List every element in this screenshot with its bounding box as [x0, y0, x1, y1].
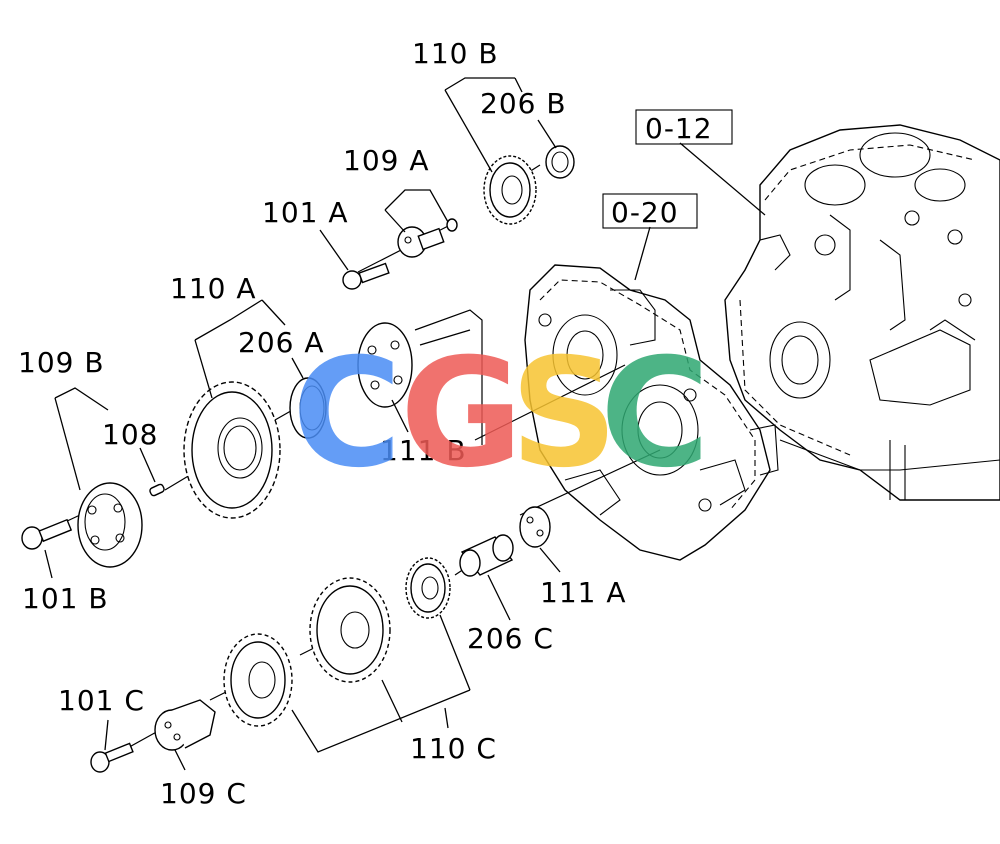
watermark-letter-2: G: [400, 327, 523, 501]
ref-0-12: 0-12: [635, 109, 733, 145]
label-110c: 110 C: [410, 732, 497, 765]
washer-111a: [519, 506, 551, 548]
label-109c: 109 C: [160, 777, 247, 810]
label-101b: 101 B: [22, 582, 109, 615]
leader-lines: [44, 77, 766, 771]
label-206b: 206 B: [480, 87, 567, 120]
pin-108: [149, 483, 165, 497]
bolt-101c: [90, 742, 134, 773]
gear-110a: [183, 381, 281, 519]
engine-block: [724, 124, 1000, 501]
part-labels: 110 B 206 B 109 A 101 A 110 A 206 A 109 …: [18, 37, 627, 810]
bushing-206c: [459, 534, 514, 577]
label-109b: 109 B: [18, 346, 105, 379]
label-101a: 101 A: [262, 196, 349, 229]
ref-0-20: 0-20: [602, 193, 698, 229]
gear-110b: [483, 155, 537, 225]
label-108: 108: [102, 418, 158, 451]
hub-109b: [77, 482, 143, 568]
shaft-109c: [154, 699, 216, 751]
label-101c: 101 C: [58, 684, 145, 717]
watermark-letter-4: C: [600, 327, 710, 501]
bolt-101a: [342, 262, 390, 290]
label-109a: 109 A: [343, 144, 430, 177]
gear-case: [524, 264, 779, 561]
watermark-logo: C G S C: [292, 327, 710, 501]
bushing-206a: [289, 377, 327, 439]
label-206c: 206 C: [467, 622, 554, 655]
ref-0-12-text: 0-12: [645, 112, 713, 145]
label-111b: 111 B: [380, 434, 467, 467]
label-110a: 110 A: [170, 272, 257, 305]
plate-111b: [357, 322, 413, 408]
label-111a: 111 A: [540, 576, 627, 609]
gear-cluster-110c: [223, 557, 451, 727]
bushing-206b: [545, 145, 575, 179]
watermark-letter-1: C: [292, 327, 402, 501]
watermark-letter-3: S: [510, 327, 618, 501]
label-110b: 110 B: [412, 37, 499, 70]
label-206a: 206 A: [238, 326, 325, 359]
shaft-109a: [397, 218, 458, 258]
bolt-101b: [21, 518, 73, 550]
ref-0-20-text: 0-20: [611, 196, 679, 229]
